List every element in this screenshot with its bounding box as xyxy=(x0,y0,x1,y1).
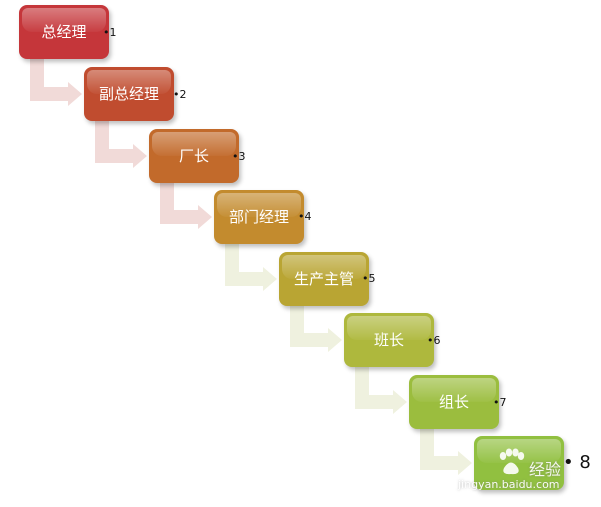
connector-arrow-3 xyxy=(160,183,212,229)
step-label-1: 总经理 xyxy=(41,22,87,41)
step-box-5[interactable]: 生产主管 xyxy=(279,252,369,306)
connector-arrow-6 xyxy=(355,367,407,414)
connector-arrow-7 xyxy=(420,429,472,475)
step-box-8[interactable] xyxy=(474,436,564,490)
step-label-2: 副总经理 xyxy=(98,84,159,103)
step-label-4: 部门经理 xyxy=(228,207,289,226)
step-note-1: •1 xyxy=(103,26,117,39)
step-note-5: •5 xyxy=(362,272,376,285)
connector-arrow-5 xyxy=(290,306,342,352)
connector-arrow-1 xyxy=(30,59,82,106)
step-note-6: •6 xyxy=(427,334,441,347)
step-box-4[interactable]: 部门经理 xyxy=(214,190,304,244)
step-label-7: 组长 xyxy=(438,392,469,411)
step-label-6: 班长 xyxy=(373,330,404,349)
connector-arrow-2 xyxy=(95,121,147,168)
step-note-8: • 8 xyxy=(563,452,591,473)
step-note-7: •7 xyxy=(493,396,507,409)
step-box-1[interactable]: 总经理 xyxy=(19,5,109,59)
step-note-4: •4 xyxy=(298,210,312,223)
step-label-3: 厂长 xyxy=(178,146,209,165)
connector-arrow-4 xyxy=(225,244,277,291)
step-box-7[interactable]: 组长 xyxy=(409,375,499,429)
step-box-3[interactable]: 厂长 xyxy=(149,129,239,183)
step-note-2: •2 xyxy=(173,88,187,101)
step-box-2[interactable]: 副总经理 xyxy=(84,67,174,121)
step-box-6[interactable]: 班长 xyxy=(344,313,434,367)
step-label-5: 生产主管 xyxy=(293,269,354,288)
step-note-3: •3 xyxy=(232,150,246,163)
